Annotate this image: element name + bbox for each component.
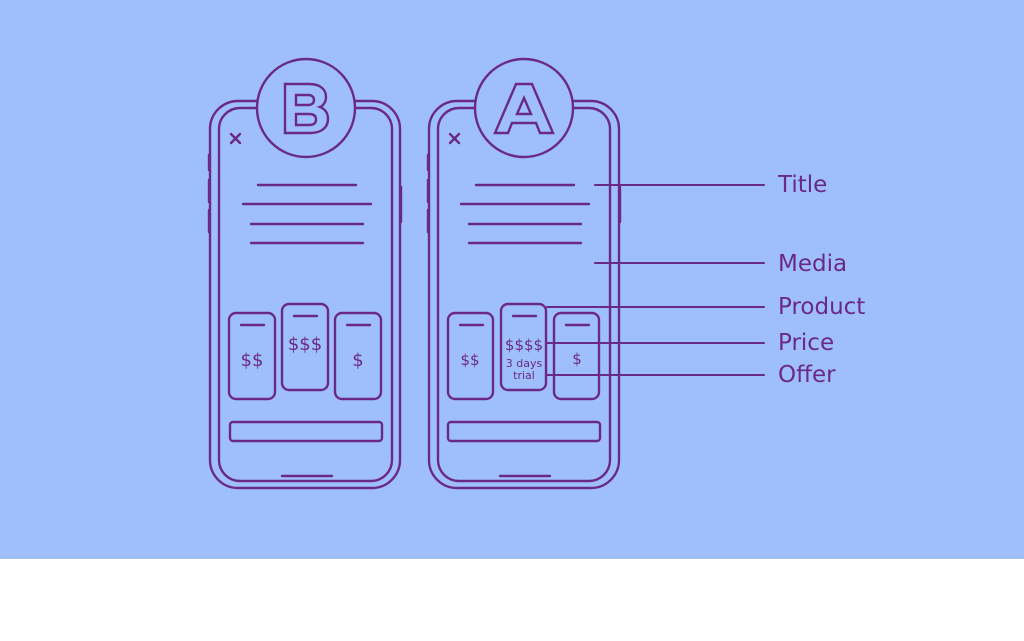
product-card-highlighted (499, 302, 548, 392)
close-icon (448, 132, 461, 145)
variant-badge-b (255, 57, 357, 159)
price-text: $ (352, 350, 363, 371)
price-text: $$$ (288, 334, 322, 355)
phone-variant-a (426, 57, 622, 490)
annotation-leaders (546, 184, 765, 376)
price-text: $$ (241, 350, 264, 371)
letter-b-icon (283, 82, 330, 135)
cta-button (446, 420, 602, 443)
product-card (227, 311, 277, 401)
close-icon (229, 132, 242, 145)
phone-inner-frame (217, 106, 394, 483)
variant-badge-a (473, 57, 575, 159)
product-card (552, 311, 601, 401)
product-card (446, 311, 495, 401)
cta-button (228, 420, 384, 443)
price-text: $ (572, 350, 582, 368)
letter-a-icon (493, 82, 555, 135)
offer-text: trial (513, 369, 535, 382)
label-product: Product (778, 294, 866, 320)
label-title: Title (778, 172, 828, 198)
phone-inner-frame (436, 106, 612, 483)
phone-outer-frame (208, 99, 402, 490)
phone-outer-frame (427, 99, 621, 490)
label-price: Price (778, 330, 835, 356)
price-text: $$$$ (505, 336, 543, 354)
product-card (333, 311, 383, 401)
label-offer: Offer (778, 362, 836, 388)
product-card-highlighted (280, 302, 330, 392)
ab-test-diagram: $$ $$$ $ $$ $$$$ 3 days trial $ (207, 57, 765, 490)
offer-text: 3 days (506, 357, 543, 370)
price-text: $$ (460, 351, 479, 369)
label-media: Media (778, 251, 848, 277)
phone-variant-b (207, 57, 403, 490)
